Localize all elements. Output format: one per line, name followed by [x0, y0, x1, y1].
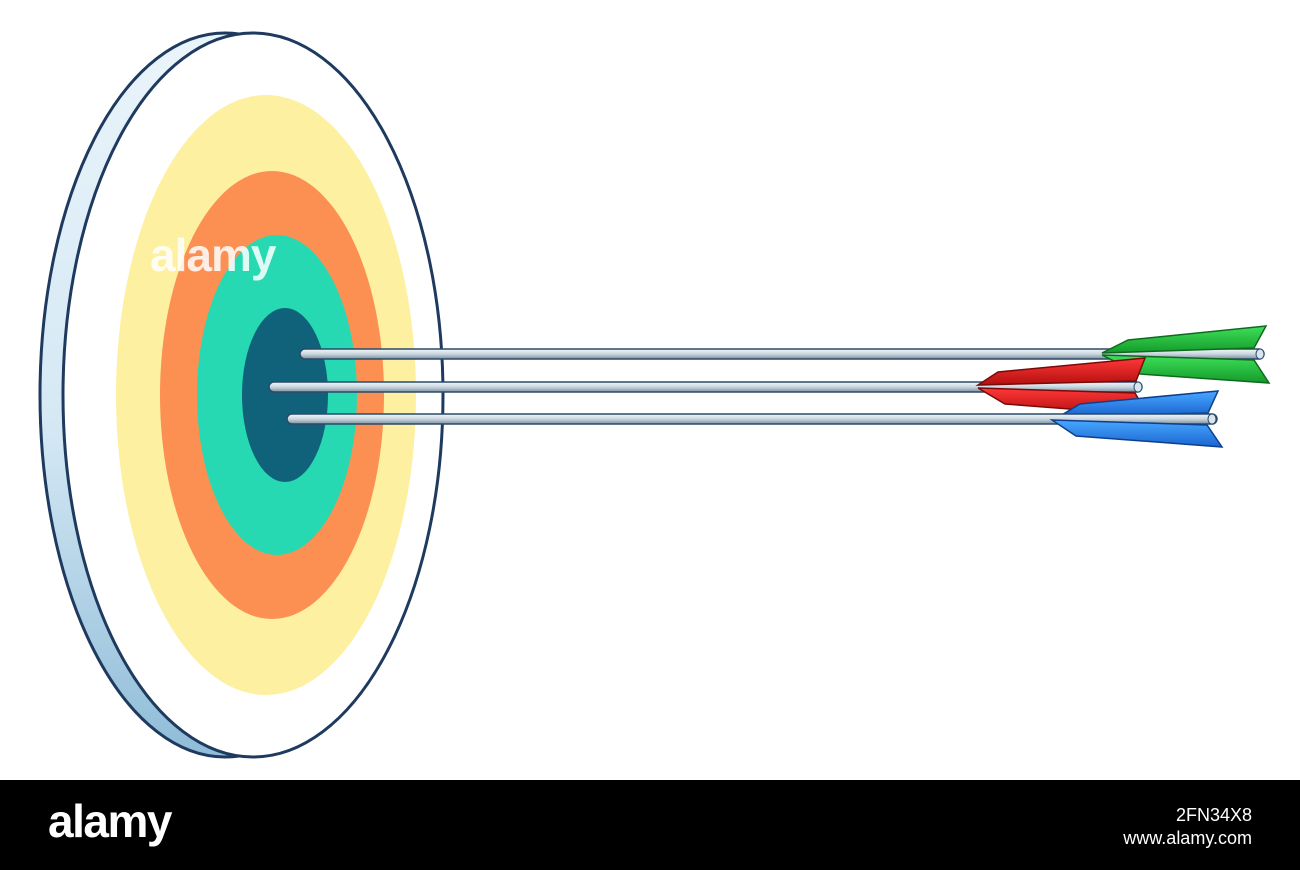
image-id: 2FN34X8 [1175, 805, 1252, 825]
footer-logo[interactable]: alamy [48, 795, 172, 847]
blue-arrow [286, 390, 1224, 448]
blue-arrow-nock [1207, 413, 1217, 425]
red-arrow-nock [1133, 381, 1143, 393]
footer-bar: alamy 2FN34X8 www.alamy.com [0, 780, 1300, 870]
blue-arrow-fletching-lower [1049, 419, 1224, 448]
footer-info: 2FN34X8 www.alamy.com [1123, 804, 1252, 850]
blue-arrow-shaft [286, 413, 1218, 425]
green-arrow-nock [1255, 348, 1265, 360]
target-with-arrows-illustration [38, 31, 1271, 759]
target-bullseye [242, 308, 328, 482]
green-arrow-fletching-upper [1101, 325, 1268, 354]
red-arrow-fletching-upper [975, 357, 1147, 386]
site-url[interactable]: www.alamy.com [1123, 828, 1252, 848]
green-arrow [299, 325, 1271, 384]
